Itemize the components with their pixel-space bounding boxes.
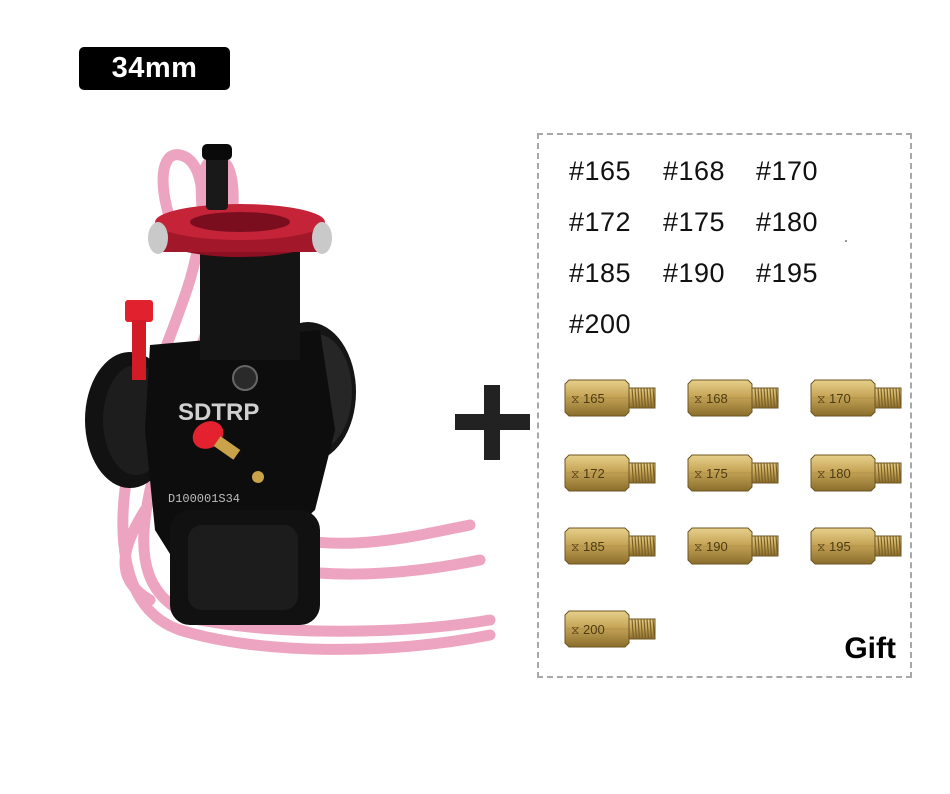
plus-icon	[455, 385, 530, 460]
svg-text:⧖: ⧖	[817, 467, 825, 481]
carb-brand-text: SDTRP	[178, 399, 259, 426]
svg-text:⧖: ⧖	[694, 540, 702, 554]
jet-stamp: 180	[829, 466, 851, 481]
jet-number: #185	[569, 258, 632, 288]
jet-number: #168	[663, 156, 726, 186]
jet-number: #172	[569, 207, 632, 237]
jet-stamp: 190	[706, 539, 728, 554]
main-jet-image: ⧖ 200	[561, 609, 659, 649]
jet-stamp: 168	[706, 391, 728, 406]
main-jet-image: ⧖ 165	[561, 378, 659, 418]
jet-number: #195	[756, 258, 819, 288]
jet-stamp: 170	[829, 391, 851, 406]
jet-number: #190	[663, 258, 726, 288]
jet-stamp: 165	[583, 391, 605, 406]
svg-text:⧖: ⧖	[694, 467, 702, 481]
jet-stamp: 185	[583, 539, 605, 554]
jet-number: #175	[663, 207, 726, 237]
size-badge: 34mm	[79, 47, 230, 90]
jet-stamp: 175	[706, 466, 728, 481]
jet-stamp: 195	[829, 539, 851, 554]
svg-text:⧖: ⧖	[694, 392, 702, 406]
main-jet-image: ⧖ 175	[684, 453, 782, 493]
main-jet-image: ⧖ 172	[561, 453, 659, 493]
jet-number-list: #165 #168 #170 #172 #175 #180 #185 #190 …	[569, 153, 869, 343]
svg-text:⧖: ⧖	[571, 392, 579, 406]
main-jet-image: ⧖ 195	[807, 526, 905, 566]
jet-stamp: 172	[583, 466, 605, 481]
svg-text:⧖: ⧖	[571, 623, 579, 637]
jet-number: #180	[756, 207, 819, 237]
main-jet-image: ⧖ 170	[807, 378, 905, 418]
carburetor-image: SDTRP D100001S34	[85, 144, 496, 655]
svg-text:⧖: ⧖	[817, 540, 825, 554]
carb-serial-text: D100001S34	[168, 492, 240, 506]
gift-label: Gift	[844, 632, 896, 665]
main-jet-image: ⧖ 190	[684, 526, 782, 566]
jet-number: #170	[756, 156, 819, 186]
main-jet-image: ⧖ 168	[684, 378, 782, 418]
main-jet-image: ⧖ 180	[807, 453, 905, 493]
jet-number: #165	[569, 156, 632, 186]
jet-number: #200	[569, 309, 632, 339]
svg-text:⧖: ⧖	[817, 392, 825, 406]
svg-text:⧖: ⧖	[571, 467, 579, 481]
svg-text:⧖: ⧖	[571, 540, 579, 554]
gift-jets-panel: #165 #168 #170 #172 #175 #180 #185 #190 …	[537, 133, 912, 678]
jet-stamp: 200	[583, 622, 605, 637]
main-jet-image: ⧖ 185	[561, 526, 659, 566]
